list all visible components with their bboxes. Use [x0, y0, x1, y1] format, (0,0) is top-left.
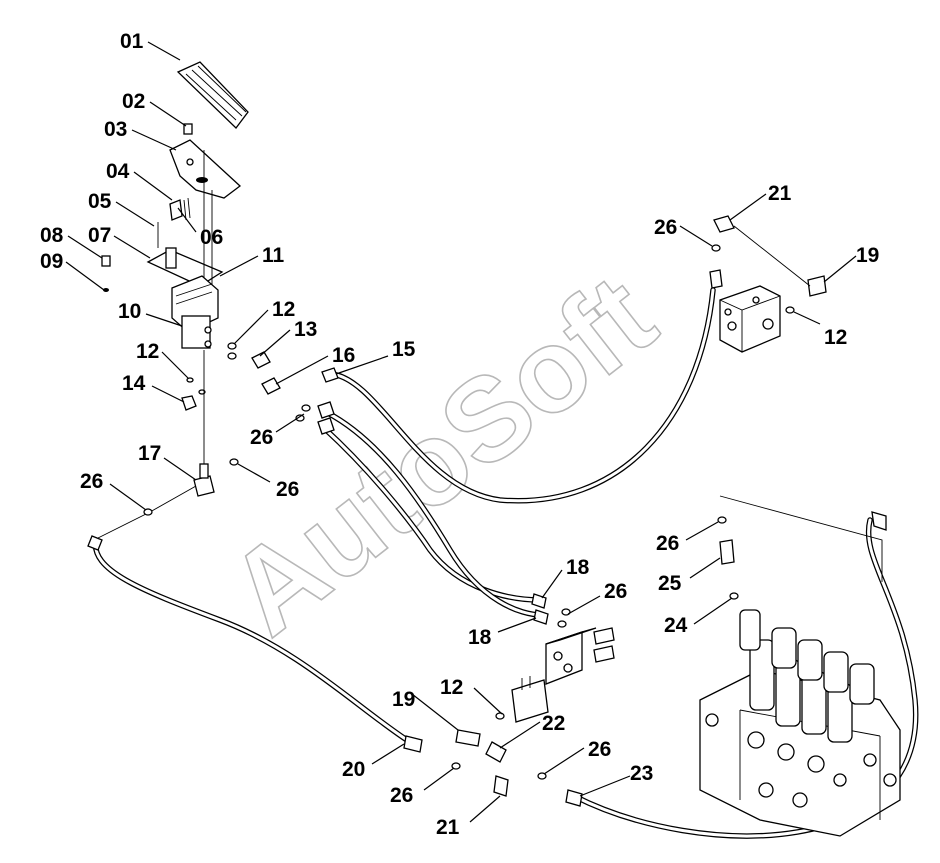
- leader-lines: [65, 41, 857, 823]
- callout-26-d: 26: [80, 470, 103, 493]
- callout-24: 24: [664, 614, 688, 637]
- callout-labels: 01 02 03 04 05 06 07 08 09 10 11 12 12 1…: [40, 30, 879, 839]
- main-control-valve: [699, 495, 901, 837]
- pedal-assembly: [101, 61, 249, 470]
- callout-20: 20: [342, 758, 365, 781]
- callout-26-h: 26: [390, 784, 413, 807]
- callout-09: 09: [40, 250, 63, 273]
- callout-13: 13: [294, 318, 317, 341]
- callout-01: 01: [120, 30, 144, 53]
- callout-16: 16: [332, 344, 355, 367]
- callout-12-c: 12: [440, 676, 463, 699]
- callout-21-b: 21: [768, 182, 792, 205]
- upper-right-block: [709, 215, 827, 353]
- callout-03: 03: [104, 118, 127, 141]
- callout-06: 06: [200, 226, 223, 249]
- callout-11: 11: [262, 244, 285, 267]
- callout-26-e: 26: [604, 580, 627, 603]
- callout-18-b: 18: [468, 626, 492, 649]
- callout-02: 02: [122, 90, 145, 113]
- callout-15: 15: [392, 338, 416, 361]
- callout-21-a: 21: [436, 816, 460, 839]
- small-valve-block: [511, 608, 615, 723]
- callout-22: 22: [542, 712, 565, 735]
- callout-04: 04: [106, 160, 130, 183]
- callout-08: 08: [40, 224, 64, 247]
- callout-26-c: 26: [276, 478, 299, 501]
- callout-12-a: 12: [272, 298, 295, 321]
- callout-19-a: 19: [392, 688, 415, 711]
- callout-07: 07: [88, 224, 111, 247]
- callout-10: 10: [118, 300, 141, 323]
- callout-25: 25: [658, 572, 682, 595]
- callout-26-a: 26: [654, 216, 677, 239]
- callout-14: 14: [122, 372, 146, 395]
- callout-19-b: 19: [856, 244, 879, 267]
- callout-05: 05: [88, 190, 112, 213]
- callout-12-b: 12: [136, 340, 159, 363]
- callout-26-g: 26: [588, 738, 611, 761]
- callout-12-d: 12: [824, 326, 847, 349]
- callout-17: 17: [138, 442, 161, 465]
- callout-26-f: 26: [656, 532, 679, 555]
- hoses: [92, 287, 919, 839]
- fittings: [87, 342, 583, 807]
- callout-23: 23: [630, 762, 653, 785]
- callout-26-b: 26: [250, 426, 273, 449]
- callout-18-a: 18: [566, 556, 590, 579]
